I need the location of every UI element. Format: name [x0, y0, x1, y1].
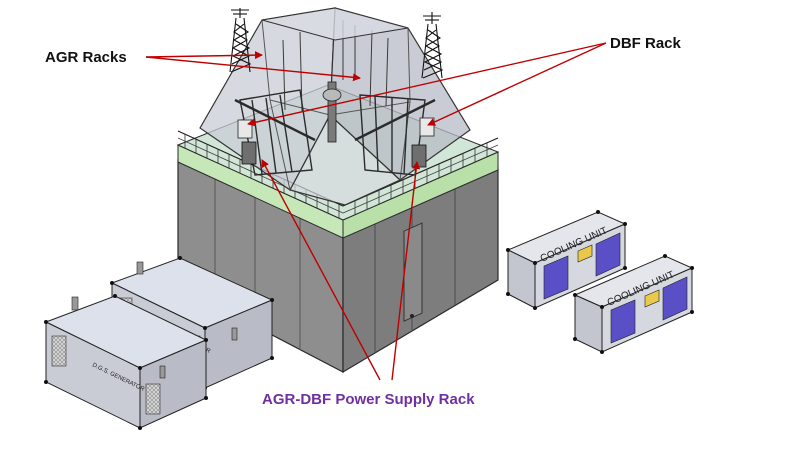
callout-arrows [145, 42, 607, 381]
generator-unit-front: D.G.S. GENERATOR [44, 294, 208, 430]
power-supply-rack-right [411, 144, 427, 168]
power-supply-rack-left [241, 141, 257, 165]
cooling-unit-front: COOLING UNIT [573, 254, 694, 354]
arrow-agr-1 [145, 51, 263, 60]
arrow-dbf-2 [427, 42, 607, 126]
arrow-psr-1 [261, 159, 381, 381]
building-door [403, 222, 423, 322]
label-agr-racks: AGR Racks [45, 49, 127, 66]
dbf-rack-left [237, 119, 253, 139]
lattice-tower-left [229, 8, 252, 73]
lattice-tower-right [421, 12, 444, 79]
arrow-agr-2 [145, 56, 361, 82]
dbf-rack-right [419, 117, 435, 137]
arrow-psr-2 [391, 161, 421, 381]
label-power-supply-rack: AGR-DBF Power Supply Rack [262, 391, 475, 408]
arrow-dbf-1 [247, 42, 607, 127]
label-dbf-rack: DBF Rack [610, 35, 682, 52]
cooling-unit-back: COOLING UNIT [506, 210, 627, 310]
radome-structure [199, 7, 471, 206]
